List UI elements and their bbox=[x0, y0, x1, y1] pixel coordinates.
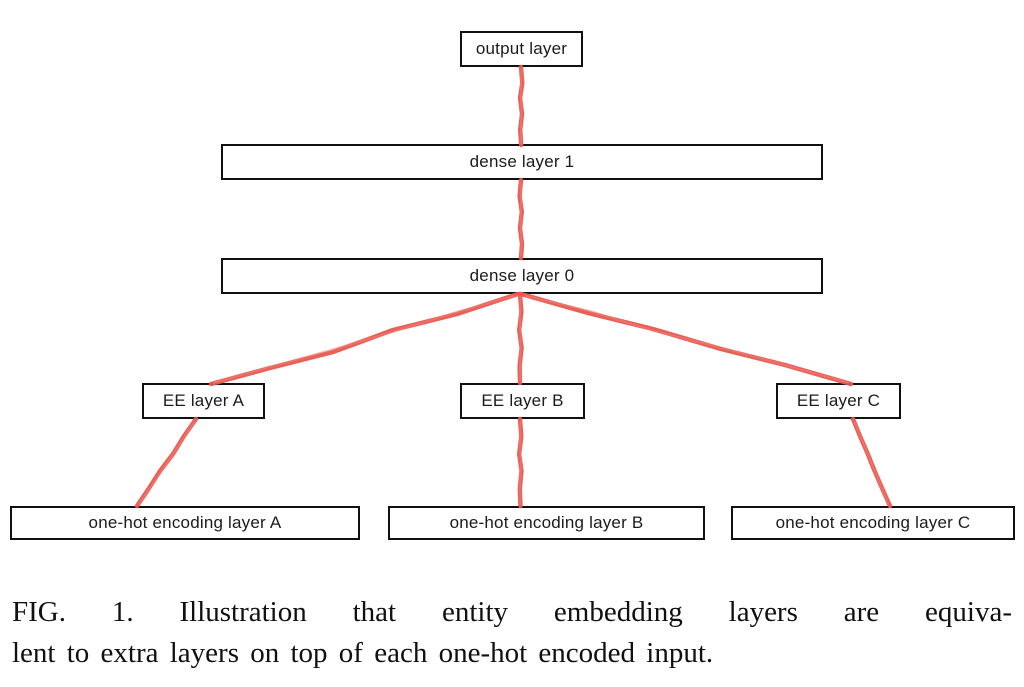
node-onehot-layer-b-label: one-hot encoding layer B bbox=[449, 513, 644, 532]
node-output-layer-label: output layer bbox=[475, 39, 568, 58]
connector-eeC-to-onehotC bbox=[850, 416, 893, 509]
figure-caption: FIG. 1. Illustration that entity embeddi… bbox=[12, 592, 1012, 674]
connector-dense1-to-dense0 bbox=[517, 177, 525, 261]
caption-line-1: FIG. 1. Illustration that entity embeddi… bbox=[12, 596, 1012, 628]
node-ee-layer-c: EE layer C bbox=[776, 383, 901, 419]
node-ee-layer-a: EE layer A bbox=[142, 383, 265, 419]
node-onehot-layer-a-label: one-hot encoding layer A bbox=[88, 513, 282, 532]
node-dense-layer-0-label: dense layer 0 bbox=[469, 266, 575, 285]
node-output-layer: output layer bbox=[460, 31, 583, 67]
node-ee-layer-c-label: EE layer C bbox=[796, 391, 881, 410]
connector-output-to-dense1 bbox=[517, 64, 525, 148]
node-dense-layer-1: dense layer 1 bbox=[221, 144, 823, 180]
caption-line-2: lent to extra layers on top of each one-… bbox=[12, 637, 714, 669]
node-ee-layer-a-label: EE layer A bbox=[162, 391, 245, 410]
node-onehot-layer-a: one-hot encoding layer A bbox=[10, 506, 360, 540]
node-onehot-layer-b: one-hot encoding layer B bbox=[388, 506, 705, 540]
node-dense-layer-1-label: dense layer 1 bbox=[469, 152, 575, 171]
node-ee-layer-b-label: EE layer B bbox=[481, 391, 564, 410]
connector-dense0-to-eeA bbox=[208, 291, 521, 387]
node-dense-layer-0: dense layer 0 bbox=[221, 258, 823, 294]
node-onehot-layer-c: one-hot encoding layer C bbox=[731, 506, 1015, 540]
connector-dense0-to-eeB bbox=[517, 291, 524, 386]
node-ee-layer-b: EE layer B bbox=[460, 383, 585, 419]
node-onehot-layer-c-label: one-hot encoding layer C bbox=[775, 513, 971, 532]
connector-eeA-to-onehotA bbox=[134, 416, 199, 509]
connector-eeB-to-onehotB bbox=[517, 416, 524, 509]
connector-dense0-to-eeC bbox=[518, 291, 854, 387]
